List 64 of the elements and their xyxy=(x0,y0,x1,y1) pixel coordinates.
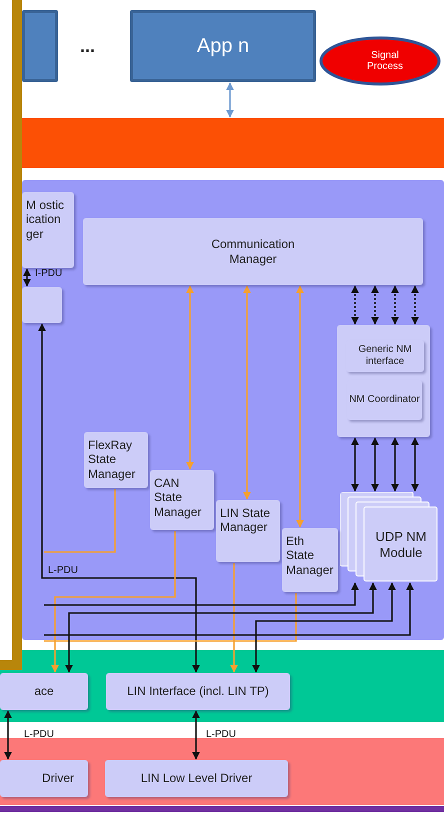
edge-label: L-PDU xyxy=(48,565,78,576)
ellipsis-text: ... xyxy=(80,36,96,57)
arrow xyxy=(186,285,194,470)
arrow xyxy=(371,437,379,492)
module-name: LIN Low Level Driver xyxy=(140,771,252,786)
arrow xyxy=(243,285,251,500)
arrow xyxy=(411,437,419,492)
module-box xyxy=(150,470,214,530)
module-name: LIN State Manager xyxy=(220,506,272,535)
arrow xyxy=(351,437,359,492)
arrow xyxy=(44,582,414,636)
module-name: LIN Interface (incl. LIN TP) xyxy=(127,684,269,699)
module-box xyxy=(282,528,338,592)
module-name: Communication Manager xyxy=(210,237,296,266)
module-box xyxy=(337,325,430,437)
module-name: UDP NM Module xyxy=(374,528,428,560)
module-name: M ostic ication ger xyxy=(26,198,66,242)
connector-line xyxy=(44,489,116,553)
edge-label: I-PDU xyxy=(35,268,62,279)
module-box xyxy=(84,432,148,488)
arrow xyxy=(51,531,176,673)
layer-panel xyxy=(22,180,444,640)
arrow xyxy=(38,323,200,673)
module-name: Driver xyxy=(42,771,74,786)
module-box xyxy=(83,218,423,285)
arrow xyxy=(371,285,379,325)
ellipse-label: Signal Process xyxy=(366,50,404,72)
module-box xyxy=(0,673,88,710)
arrow xyxy=(4,710,12,760)
arrow xyxy=(65,582,377,673)
edge-label: L-PDU xyxy=(24,729,54,740)
layer-band xyxy=(0,650,444,722)
module-name: NM Coordinator xyxy=(349,394,420,406)
application-box xyxy=(130,10,316,82)
module-box xyxy=(0,760,88,797)
arrow xyxy=(351,285,359,325)
layer-band xyxy=(0,738,444,805)
application-name: App n xyxy=(196,34,250,58)
module-box xyxy=(106,673,290,710)
arrow xyxy=(391,285,399,325)
arrow xyxy=(391,437,399,492)
arrow xyxy=(192,710,200,760)
arrow xyxy=(296,285,304,528)
arrow xyxy=(230,563,238,673)
module-name: Generic NM interface xyxy=(357,344,413,368)
module-box xyxy=(22,192,74,268)
arrow xyxy=(44,582,359,606)
arrow xyxy=(252,582,396,673)
layer-band xyxy=(22,118,444,168)
signal-process-ellipse xyxy=(319,36,441,86)
connector-line xyxy=(44,593,297,642)
module-box xyxy=(105,760,288,797)
arrow xyxy=(23,268,31,287)
arrow xyxy=(226,82,234,118)
module-box xyxy=(216,500,280,562)
edge-label: L-PDU xyxy=(206,729,236,740)
arrow xyxy=(411,285,419,325)
module-stack xyxy=(340,492,438,582)
module-name: FlexRay State Manager xyxy=(88,438,136,482)
module-name: ace xyxy=(34,684,54,699)
application-box xyxy=(22,10,58,82)
module-name: Eth State Manager xyxy=(286,534,334,578)
module-box xyxy=(22,287,62,323)
module-name: CAN State Manager xyxy=(154,476,202,520)
